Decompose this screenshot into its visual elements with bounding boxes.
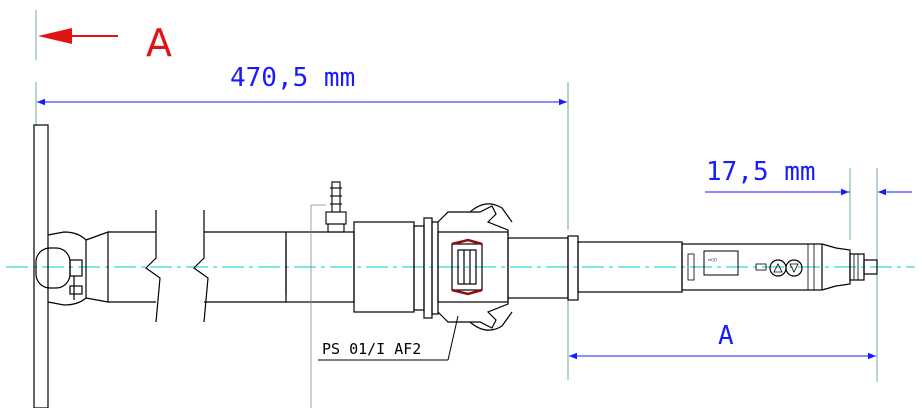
- nozzle-nut: [325, 211, 347, 225]
- section-marker-letter: A: [146, 21, 172, 65]
- reference-dimension-label: A: [718, 321, 734, 351]
- probe-triangle-up: [773, 263, 783, 273]
- tube-shaft: [108, 210, 355, 323]
- nozzle-fitting: [310, 181, 347, 408]
- coupling-clamp-top: [437, 205, 509, 236]
- mounting-bracket: [47, 231, 87, 306]
- overall-length-label: 470,5 mm: [230, 63, 355, 93]
- bracket-bolt: [69, 259, 83, 277]
- coupling-insert: [457, 249, 477, 285]
- coupling-wing-bottom: [469, 311, 513, 331]
- probe-small-label: [755, 263, 767, 271]
- coupling-clamp-bottom: [437, 298, 509, 329]
- break-line-right: [193, 210, 209, 323]
- part-label-callout: PS 01/I AF2: [318, 315, 459, 361]
- coupling-wing-top: [469, 203, 513, 223]
- probe-display-mark: ▭▯○: [708, 257, 717, 263]
- coupling-flange-left: [413, 225, 425, 311]
- nozzle-tip: [331, 181, 341, 213]
- section-marker: A: [35, 10, 172, 65]
- probe-triangle-down: [789, 263, 799, 273]
- mounting-plate-body: [33, 124, 49, 408]
- break-line-left: [145, 210, 161, 323]
- tip-length-label: 17,5 mm: [706, 157, 816, 187]
- reference-dimension: A: [567, 300, 876, 380]
- probe-housing: [681, 243, 823, 291]
- probe-display: [703, 250, 739, 276]
- coupling-housing: [353, 203, 569, 331]
- probe-label-strip: [687, 253, 695, 281]
- coupling-window: [451, 243, 483, 291]
- cone-transition: [85, 231, 109, 303]
- coupling-ring-1: [423, 217, 433, 319]
- section-marker-arrowhead: [38, 28, 72, 44]
- probe-body: ▭▯○: [567, 235, 878, 301]
- bracket-eye: [35, 247, 71, 289]
- coupling-seal-top: [451, 238, 483, 246]
- coupling-outlet: [507, 237, 569, 299]
- coupling-seal-bottom: [451, 288, 483, 296]
- part-label-leader: [447, 315, 459, 361]
- overall-length-dimension: 470,5 mm: [35, 63, 569, 230]
- tip-length-dimension: 17,5 mm: [705, 157, 912, 382]
- nozzle-base: [327, 223, 345, 233]
- probe-tip: [863, 259, 878, 275]
- part-label: PS 01/I AF2: [322, 340, 421, 358]
- probe-button-up: [769, 259, 787, 277]
- coupling-ring-2: [431, 221, 439, 315]
- probe-button-down: [785, 259, 803, 277]
- mounting-plate: [33, 124, 109, 408]
- bracket-nut: [69, 285, 83, 295]
- probe-collar: [567, 235, 579, 301]
